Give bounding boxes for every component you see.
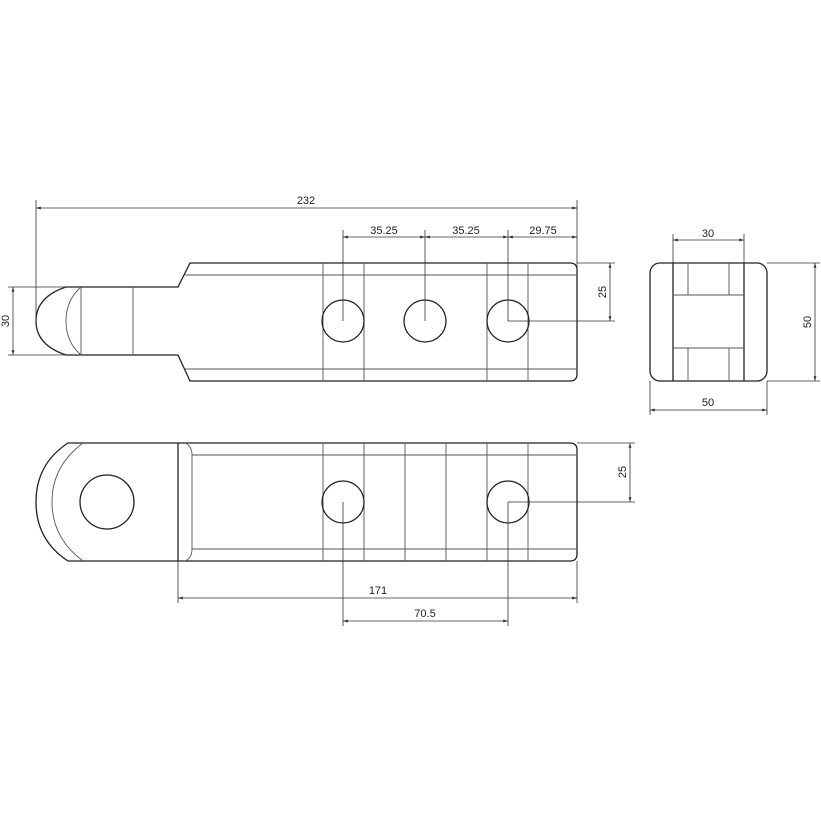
dim-hole-pitch-1: 35.25 bbox=[370, 225, 398, 237]
side-view bbox=[649, 262, 768, 382]
top-view bbox=[35, 262, 578, 382]
dim-hole-to-end: 29.75 bbox=[529, 225, 557, 237]
dim-side-inner-width: 30 bbox=[702, 228, 714, 240]
dim-side-width: 50 bbox=[702, 397, 714, 409]
dim-neck-width: 30 bbox=[0, 315, 12, 327]
front-view bbox=[35, 442, 578, 562]
lug-hole bbox=[79, 474, 135, 530]
dim-hole-pitch-2: 35.25 bbox=[452, 225, 480, 237]
dim-front-half-width: 25 bbox=[617, 466, 629, 478]
dim-overall-length: 232 bbox=[297, 195, 315, 207]
dim-top-half-width: 25 bbox=[597, 286, 609, 298]
side-view-dimensions: 30 50 50 bbox=[649, 228, 820, 415]
dim-hole-span: 70.5 bbox=[414, 608, 435, 620]
dim-side-height: 50 bbox=[802, 316, 814, 328]
front-view-dimensions: 25 171 70.5 bbox=[177, 442, 635, 626]
top-view-dimensions: 232 35.25 35.25 29.75 25 30 bbox=[0, 195, 615, 356]
dim-body-length: 171 bbox=[369, 585, 387, 597]
